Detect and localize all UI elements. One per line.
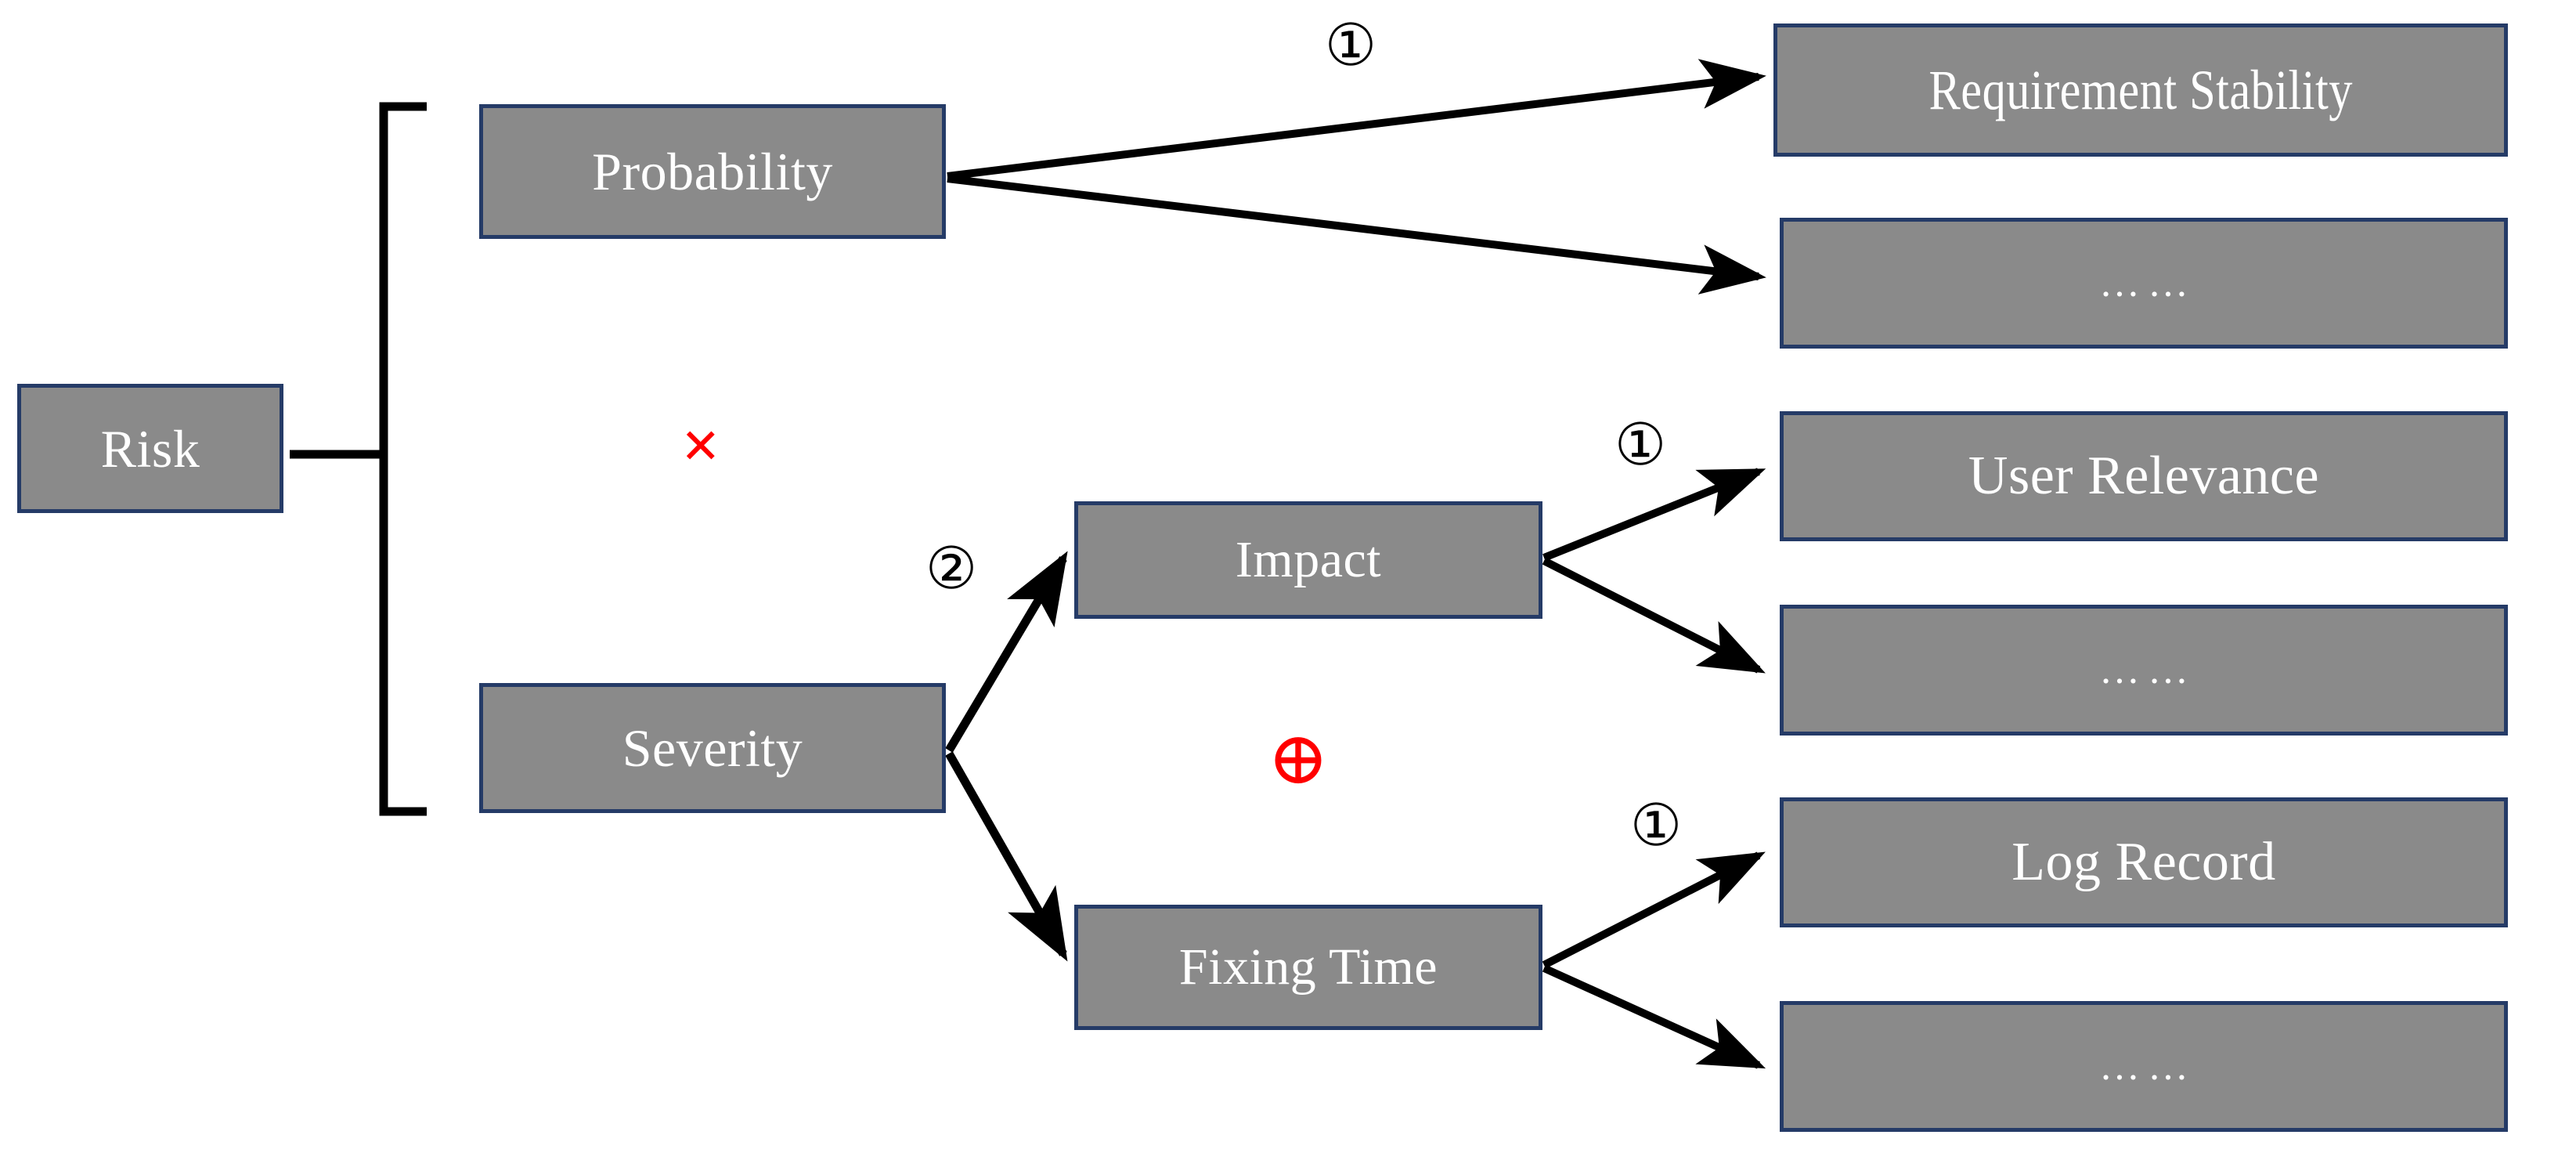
edge-severity-fixing-time: [945, 751, 1068, 962]
edge-label-circled-one-bottom: ①: [1597, 797, 1715, 855]
node-requirement-stability-label: Requirement Stability: [1928, 59, 2353, 121]
edge-label-circled-one-top: ①: [1292, 17, 1409, 75]
circled-plus-symbol: ⊕: [1267, 718, 1329, 800]
node-risk-label: Risk: [100, 418, 200, 479]
node-user-relevance[interactable]: User Relevance: [1780, 411, 2508, 541]
edge-label-circled-one-middle-text: ①: [1614, 414, 1667, 478]
node-log-record-label: Log Record: [2011, 832, 2276, 892]
node-fixing-time[interactable]: Fixing Time: [1074, 905, 1542, 1030]
edge-probability-ellipsis-1: [947, 175, 1766, 295]
node-ellipsis-3[interactable]: ……: [1780, 1001, 2508, 1132]
multiply-icon: ×: [654, 411, 748, 479]
node-ellipsis-2-label: ……: [2099, 648, 2196, 692]
node-requirement-stability[interactable]: Requirement Stability: [1773, 23, 2508, 157]
edge-impact-user-relevance: [1542, 468, 1766, 562]
node-log-record[interactable]: Log Record: [1780, 797, 2508, 927]
edge-label-circled-two-text: ②: [925, 537, 978, 602]
node-severity[interactable]: Severity: [479, 683, 946, 813]
node-ellipsis-2[interactable]: ……: [1780, 605, 2508, 736]
edge-fixing-time-ellipsis-3: [1542, 964, 1766, 1069]
node-ellipsis-3-label: ……: [2099, 1044, 2196, 1089]
edge-label-circled-two: ②: [893, 540, 1010, 598]
edge-probability-requirement-stability: [947, 59, 1766, 180]
node-probability[interactable]: Probability: [479, 104, 946, 239]
node-ellipsis-1[interactable]: ……: [1780, 218, 2508, 349]
edge-impact-ellipsis-2: [1542, 557, 1766, 674]
edge-label-circled-one-middle: ①: [1582, 417, 1699, 475]
node-probability-label: Probability: [592, 142, 833, 201]
node-user-relevance-label: User Relevance: [1968, 446, 2320, 506]
edge-label-circled-one-bottom-text: ①: [1629, 794, 1683, 858]
grouping-bracket: [290, 102, 427, 816]
node-risk[interactable]: Risk: [17, 384, 283, 513]
node-impact-label: Impact: [1235, 531, 1382, 588]
node-impact[interactable]: Impact: [1074, 501, 1542, 619]
multiply-symbol: ×: [681, 407, 720, 483]
edge-fixing-time-log-record: [1542, 851, 1766, 969]
edge-label-circled-one-top-text: ①: [1324, 14, 1377, 78]
node-severity-label: Severity: [622, 718, 803, 778]
node-ellipsis-1-label: ……: [2099, 261, 2196, 305]
node-fixing-time-label: Fixing Time: [1178, 938, 1438, 996]
circled-plus-icon: ⊕: [1251, 722, 1345, 796]
